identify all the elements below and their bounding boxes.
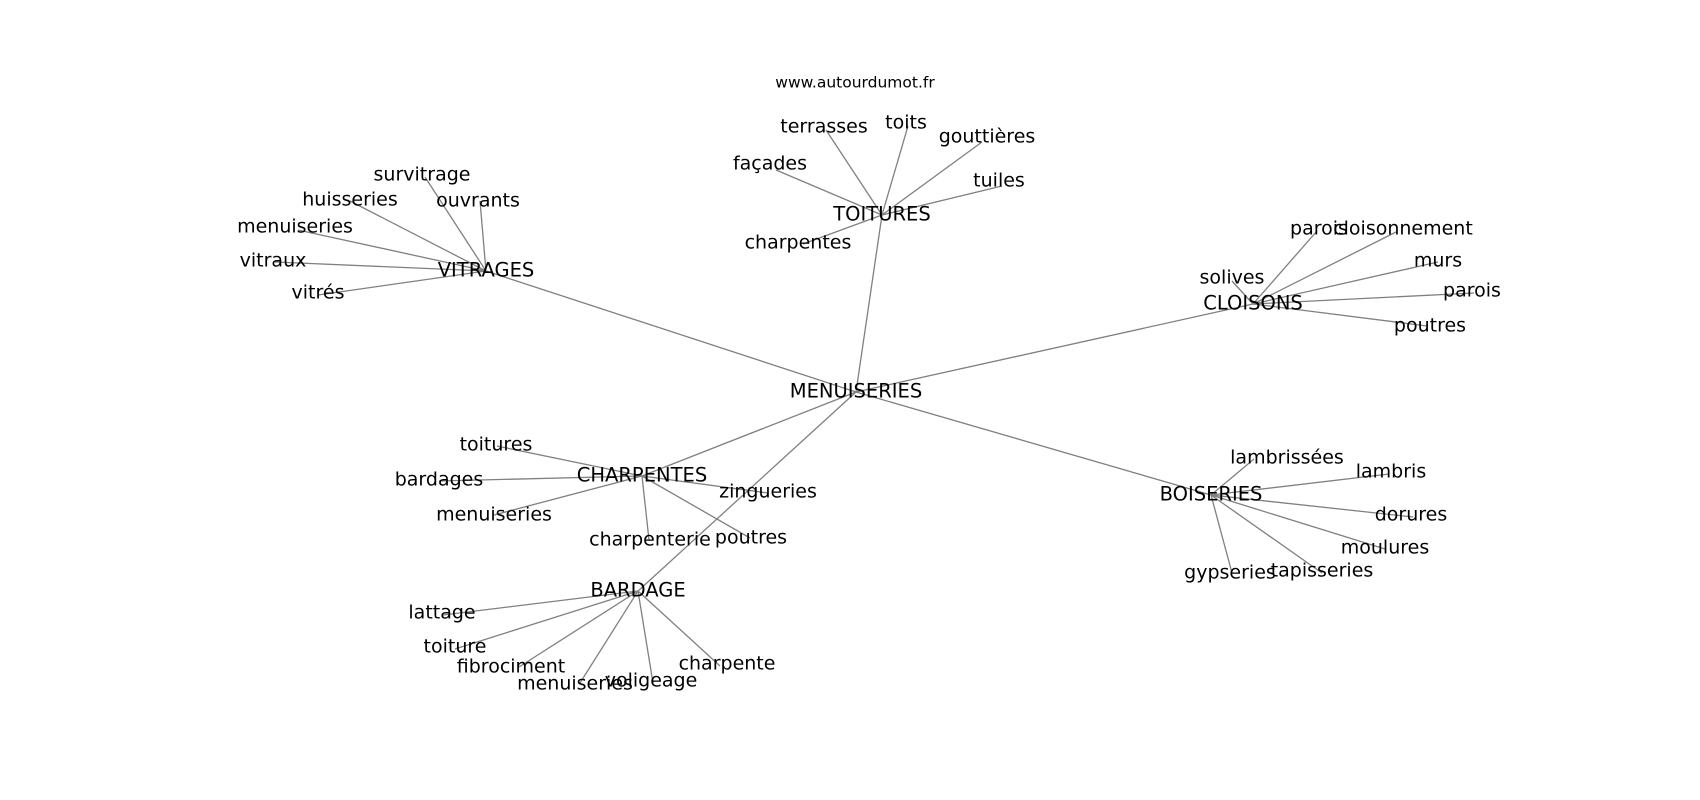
leaf-node-charpentes-bardages: bardages bbox=[395, 469, 484, 491]
edge-bardage-voligeage bbox=[637, 590, 654, 684]
hub-node-cloisons: CLOISONS bbox=[1203, 292, 1303, 315]
leaf-node-cloisons-cloisonnement: cloisonnement bbox=[1333, 218, 1473, 240]
leaf-node-vitrages-vitraux: vitraux bbox=[240, 250, 307, 272]
edge-toitures-toits bbox=[881, 125, 909, 216]
edge-bardage-charpente bbox=[637, 590, 721, 667]
leaf-node-charpentes-toitures: toitures bbox=[460, 434, 533, 456]
edge-bardage-fibrociment bbox=[518, 590, 639, 668]
labels-layer: MENUISERIES TOITURES terrasses toits gouttiè… bbox=[237, 112, 1501, 695]
edge-bardage-lattage bbox=[442, 590, 639, 616]
edge-boiseries-tapisseries bbox=[1210, 494, 1323, 574]
leaf-node-boiseries-gypseries: gypseries bbox=[1184, 562, 1276, 584]
edge-bardage-menuiseries bbox=[579, 590, 639, 684]
leaf-node-boiseries-moulures: moulures bbox=[1341, 537, 1429, 559]
leaf-node-boiseries-lambris: lambris bbox=[1356, 461, 1426, 483]
leaf-node-boiseries-lambrissees: lambrissées bbox=[1230, 447, 1344, 469]
edge-boiseries-moulures bbox=[1210, 494, 1386, 550]
edge-charpentes-poutres bbox=[641, 475, 751, 539]
edge-center-cloisons bbox=[855, 303, 1254, 393]
edge-charpentes-menuiseries bbox=[493, 475, 643, 516]
edge-vitrages-menuiseries bbox=[297, 229, 487, 272]
leaf-node-bardage-voligeage: voligeage bbox=[605, 670, 698, 692]
leaf-node-toitures-tuiles: tuiles bbox=[973, 170, 1025, 192]
hub-node-boiseries: BOISERIES bbox=[1160, 483, 1263, 506]
leaf-node-toitures-terrasses: terrasses bbox=[780, 116, 867, 138]
leaf-node-vitrages-vitres: vitrés bbox=[292, 282, 345, 304]
hub-node-toitures: TOITURES bbox=[832, 203, 930, 226]
edge-vitrages-vitraux bbox=[274, 261, 487, 272]
edge-vitrages-survitrage bbox=[424, 176, 487, 272]
leaf-node-cloisons-parois: parois bbox=[1443, 280, 1501, 302]
edge-boiseries-gypseries bbox=[1210, 494, 1233, 574]
edge-vitrages-vitres bbox=[317, 270, 487, 296]
edge-charpentes-charpenterie bbox=[641, 475, 650, 541]
edges-layer bbox=[274, 125, 1475, 684]
leaf-node-vitrages-huisseries: huisseries bbox=[302, 189, 398, 211]
hub-node-vitrages: VITRAGES bbox=[438, 259, 535, 282]
edge-cloisons-poutres bbox=[1252, 303, 1428, 327]
edge-cloisons-parois bbox=[1252, 292, 1475, 305]
leaf-node-toitures-facades: façades bbox=[733, 153, 807, 175]
source-label: www.autourdumot.fr bbox=[775, 74, 935, 92]
edge-cloisons-parois bbox=[1252, 230, 1318, 305]
edge-vitrages-huisseries bbox=[349, 200, 487, 272]
leaf-node-cloisons-poutres: poutres bbox=[1394, 315, 1466, 337]
edge-cloisons-solives bbox=[1231, 280, 1254, 305]
leaf-node-boiseries-tapisseries: tapisseries bbox=[1271, 560, 1374, 582]
leaf-node-bardage-lattage: lattage bbox=[408, 602, 475, 624]
leaf-node-boiseries-dorures: dorures bbox=[1375, 504, 1448, 526]
leaf-node-toitures-gouttieres: gouttières bbox=[939, 126, 1036, 148]
leaf-node-cloisons-murs: murs bbox=[1414, 250, 1462, 272]
leaf-node-charpentes-zingueries: zingueries bbox=[719, 481, 817, 503]
hub-node-charpentes: CHARPENTES bbox=[577, 464, 707, 487]
edge-boiseries-lambrissees bbox=[1210, 458, 1255, 496]
edge-toitures-terrasses bbox=[825, 129, 883, 216]
leaf-node-vitrages-survitrage: survitrage bbox=[374, 164, 471, 186]
edge-boiseries-dorures bbox=[1210, 494, 1414, 518]
edge-toitures-tuiles bbox=[881, 185, 1003, 216]
edge-bardage-toiture bbox=[454, 590, 639, 650]
edge-charpentes-toitures bbox=[496, 445, 643, 477]
leaf-node-toitures-charpentes: charpentes bbox=[745, 232, 852, 254]
leaf-node-bardage-fibrociment: fibrociment bbox=[457, 656, 565, 678]
leaf-node-charpentes-charpenterie: charpenterie bbox=[589, 529, 711, 551]
leaf-node-bardage-toiture: toiture bbox=[424, 636, 487, 658]
hub-node-bardage: BARDAGE bbox=[590, 579, 685, 602]
leaf-node-bardage-menuiseries: menuiseries bbox=[517, 673, 633, 695]
leaf-node-vitrages-menuiseries: menuiseries bbox=[237, 216, 353, 238]
edge-center-charpentes bbox=[641, 391, 857, 477]
leaf-node-charpentes-poutres: poutres bbox=[715, 527, 787, 549]
leaf-node-cloisons-solives: solives bbox=[1200, 267, 1265, 289]
leaf-node-vitrages-ouvrants: ouvrants bbox=[436, 190, 520, 212]
edge-cloisons-murs bbox=[1252, 261, 1439, 305]
edge-charpentes-zingueries bbox=[641, 475, 769, 494]
edge-center-boiseries bbox=[855, 391, 1212, 496]
edge-vitrages-ouvrants bbox=[479, 200, 487, 272]
edge-center-toitures bbox=[855, 214, 883, 393]
leaf-node-cloisons-parois: parois bbox=[1290, 218, 1348, 240]
edge-boiseries-lambris bbox=[1210, 473, 1390, 496]
edge-toitures-gouttieres bbox=[881, 141, 983, 216]
edge-charpentes-bardages bbox=[438, 475, 643, 482]
leaf-node-toitures-toits: toits bbox=[885, 112, 927, 134]
edge-center-bardage bbox=[637, 391, 857, 592]
center-node-label: MENUISERIES bbox=[790, 380, 922, 403]
edge-toitures-facades bbox=[775, 169, 883, 216]
edge-toitures-charpentes bbox=[802, 214, 883, 245]
edge-cloisons-cloisonnement bbox=[1252, 231, 1397, 305]
edge-center-vitrages bbox=[485, 270, 857, 393]
leaf-node-bardage-charpente: charpente bbox=[679, 653, 776, 675]
leaf-node-charpentes-menuiseries: menuiseries bbox=[436, 504, 552, 526]
